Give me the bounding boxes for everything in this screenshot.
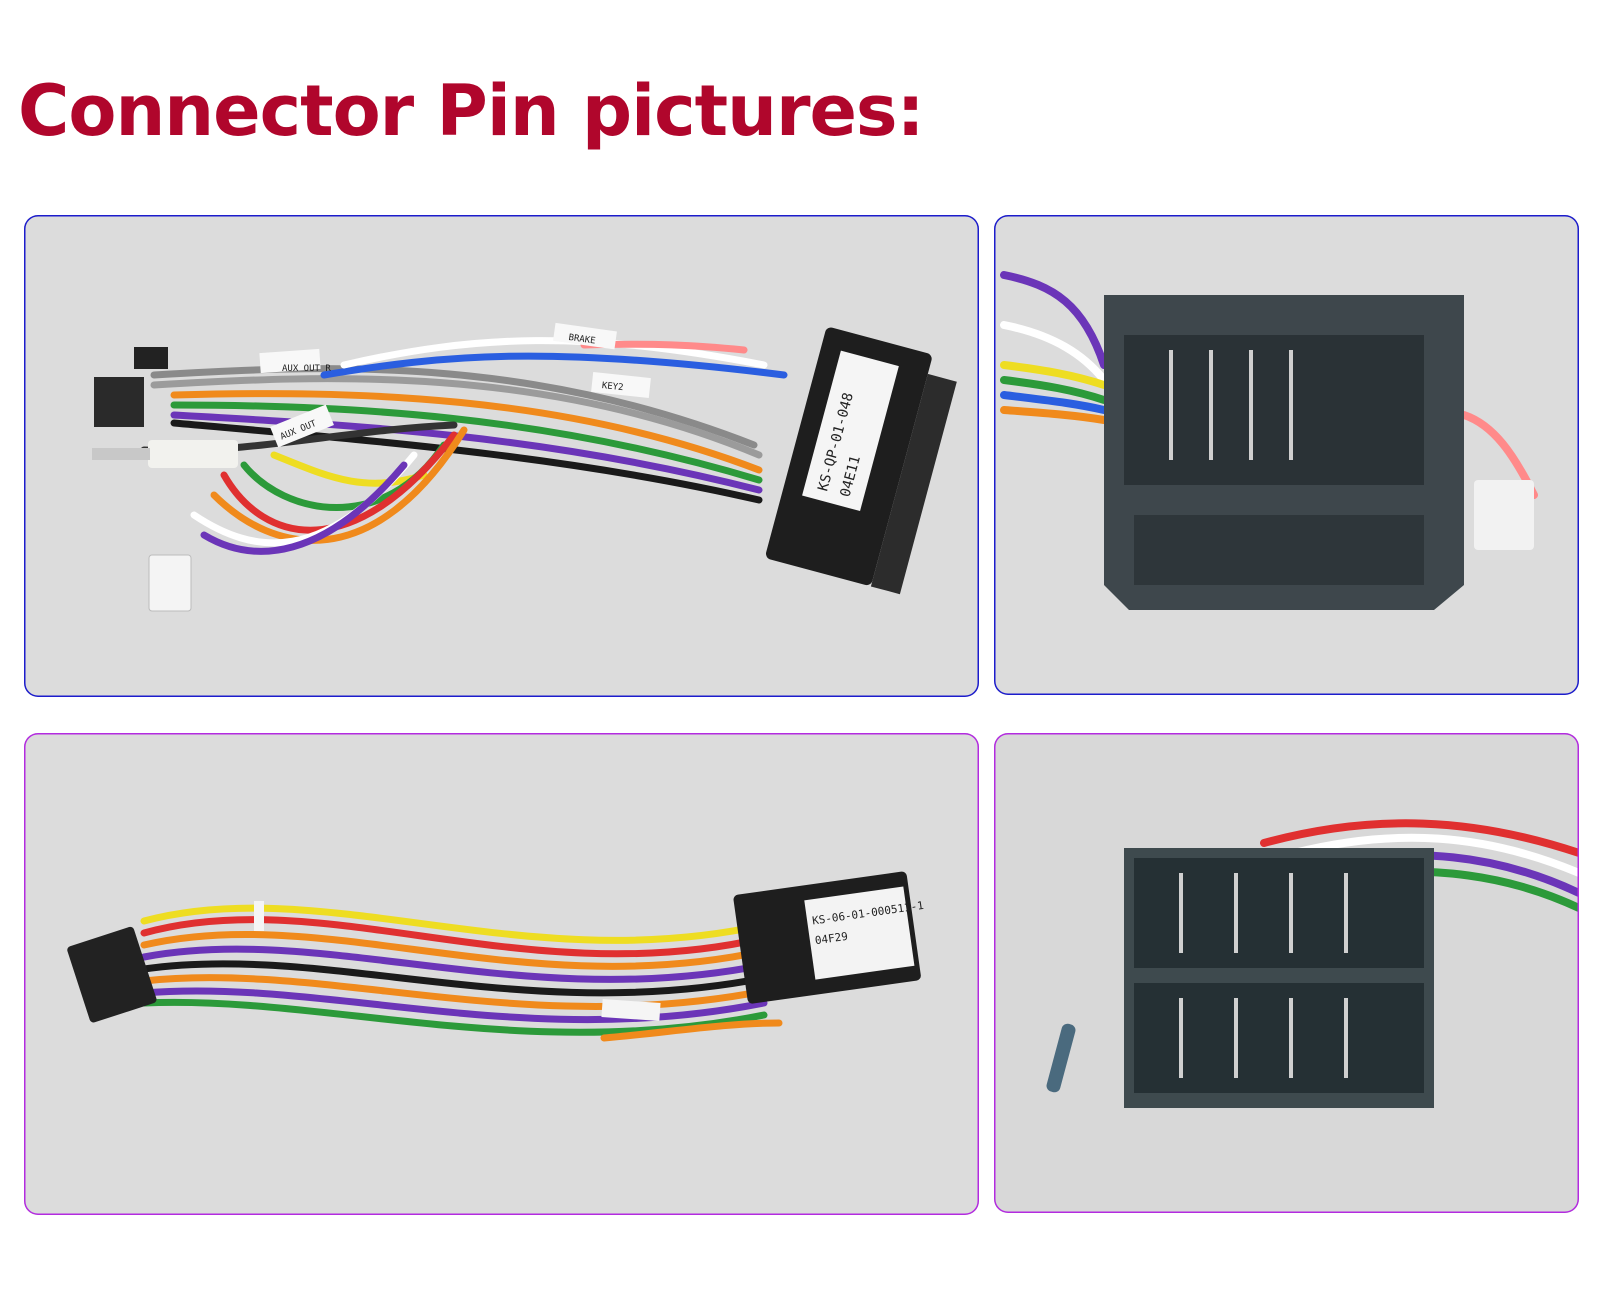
main-harness-photo: AUX OUT R BRAKE KEY2 AUX OUT KS-QP-01-04… bbox=[24, 215, 979, 697]
wire-tag-key2: KEY2 bbox=[601, 381, 624, 393]
wire-tag-aux-out-r: AUX OUT R bbox=[282, 364, 331, 374]
iso-harness-photo-icon: KS-06-01-000511-1 04F29 bbox=[24, 733, 979, 1215]
quadlock-connector-photo bbox=[994, 215, 1579, 695]
quadlock-connector-photo-icon bbox=[994, 215, 1579, 695]
iso-connector-photo-icon bbox=[994, 733, 1579, 1213]
iso-connector-photo bbox=[994, 733, 1579, 1213]
iso-batch-code: 04F29 bbox=[814, 930, 849, 947]
iso-harness-photo: KS-06-01-000511-1 04F29 bbox=[24, 733, 979, 1215]
wiring-harness-photo-icon: AUX OUT R BRAKE KEY2 AUX OUT KS-QP-01-04… bbox=[24, 215, 979, 697]
wire-tag-brake: BRAKE bbox=[568, 333, 596, 347]
page-title: Connector Pin pictures: bbox=[18, 70, 925, 152]
